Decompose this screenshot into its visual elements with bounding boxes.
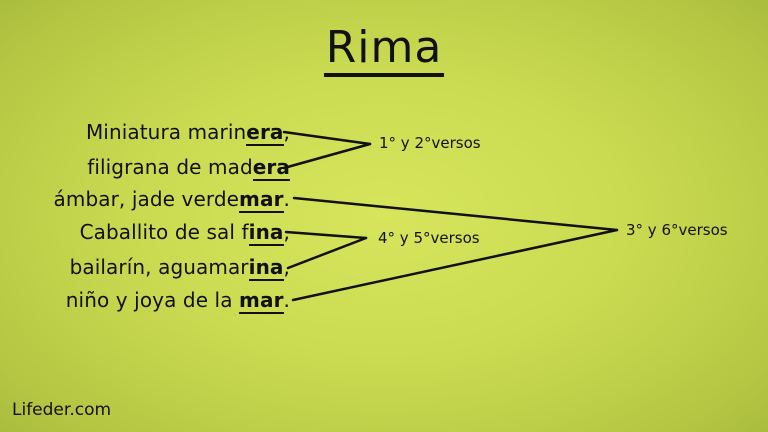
rhyme-highlight: ina (248, 255, 284, 281)
verse-3: ámbar, jade verdemar. (53, 187, 290, 213)
verse-5: bailarín, aguamarina, (69, 255, 290, 281)
rhyme-highlight: mar (239, 187, 284, 213)
connector-line-4 (284, 230, 368, 240)
verse-2: filigrana de madera (87, 155, 290, 181)
label-group-2: 4° y 5°versos (378, 229, 480, 247)
connector-line-2 (282, 142, 372, 170)
rhyme-highlight: era (252, 155, 290, 181)
label-group-3: 3° y 6°versos (626, 221, 728, 239)
rhyme-highlight: mar (239, 288, 284, 314)
connector-line-6 (291, 228, 619, 302)
verse-1: Miniatura marinera, (85, 120, 290, 146)
connector-line-5 (286, 236, 368, 270)
rhyme-highlight: era (246, 120, 284, 146)
verse-6: niño y joya de la mar. (65, 288, 290, 314)
rhyme-highlight: ina (248, 220, 284, 246)
brand-watermark: Lifeder.com (12, 400, 112, 420)
diagram-title: Rima (0, 22, 768, 77)
connector-line-1 (282, 130, 372, 146)
label-group-1: 1° y 2°versos (379, 134, 481, 152)
connector-line-3 (292, 196, 619, 232)
